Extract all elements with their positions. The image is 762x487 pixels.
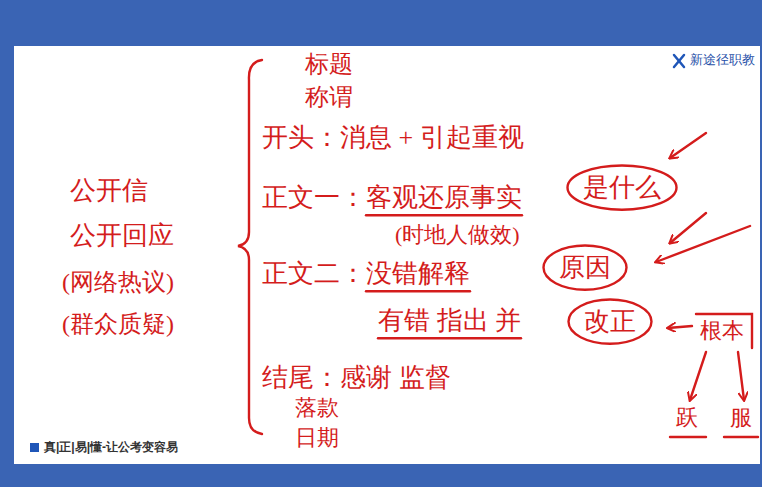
label-text: 正文二：没错解释 — [262, 258, 470, 289]
circled-word: 原因 — [542, 244, 628, 291]
label-text: 跃 — [676, 405, 698, 431]
whiteboard — [14, 46, 760, 464]
pointer-arrow — [670, 213, 706, 243]
label-text: 正文一：客观还原事实 — [262, 182, 522, 213]
logo-icon — [674, 55, 684, 67]
label-text: 有错 指出 并 — [378, 305, 521, 336]
label-text: 公开回应 — [70, 220, 174, 251]
circled-text: 改正 — [567, 306, 653, 337]
pointer-arrow — [656, 226, 750, 262]
underline — [724, 436, 758, 438]
circled-word: 改正 — [567, 298, 653, 345]
pointer-arrow — [738, 352, 744, 400]
underline — [670, 436, 706, 438]
label-text: 称谓 — [305, 83, 353, 112]
label-text: (群众质疑) — [62, 310, 174, 339]
pointer-arrow — [690, 352, 706, 400]
underline — [366, 214, 522, 216]
label-text: 新途径职教 — [690, 52, 755, 68]
label-text: 日期 — [295, 425, 339, 451]
logo-square — [30, 443, 39, 452]
label-text: 落款 — [295, 395, 339, 421]
frame-mark — [696, 314, 752, 348]
label-text: 标题 — [305, 50, 353, 79]
label-text: 公开信 — [70, 175, 148, 206]
label-text: 开头：消息 + 引起重视 — [262, 122, 524, 153]
circled-text: 是什么 — [566, 172, 678, 203]
label-text: (网络热议) — [62, 268, 174, 297]
label-text: 结尾：感谢 监督 — [262, 362, 451, 393]
circled-word: 是什么 — [566, 164, 678, 211]
label-text: 根本 — [700, 318, 744, 344]
underline — [366, 290, 470, 292]
circled-text: 原因 — [542, 252, 628, 283]
pointer-arrow — [670, 133, 706, 158]
brace — [238, 60, 262, 434]
underline — [378, 337, 521, 339]
label-text: 服 — [730, 405, 752, 431]
label-text: 真|正|易|懂-让公考变容易 — [44, 440, 178, 454]
pointer-arrow — [668, 326, 692, 328]
label-text: (时地人做效) — [395, 222, 520, 248]
